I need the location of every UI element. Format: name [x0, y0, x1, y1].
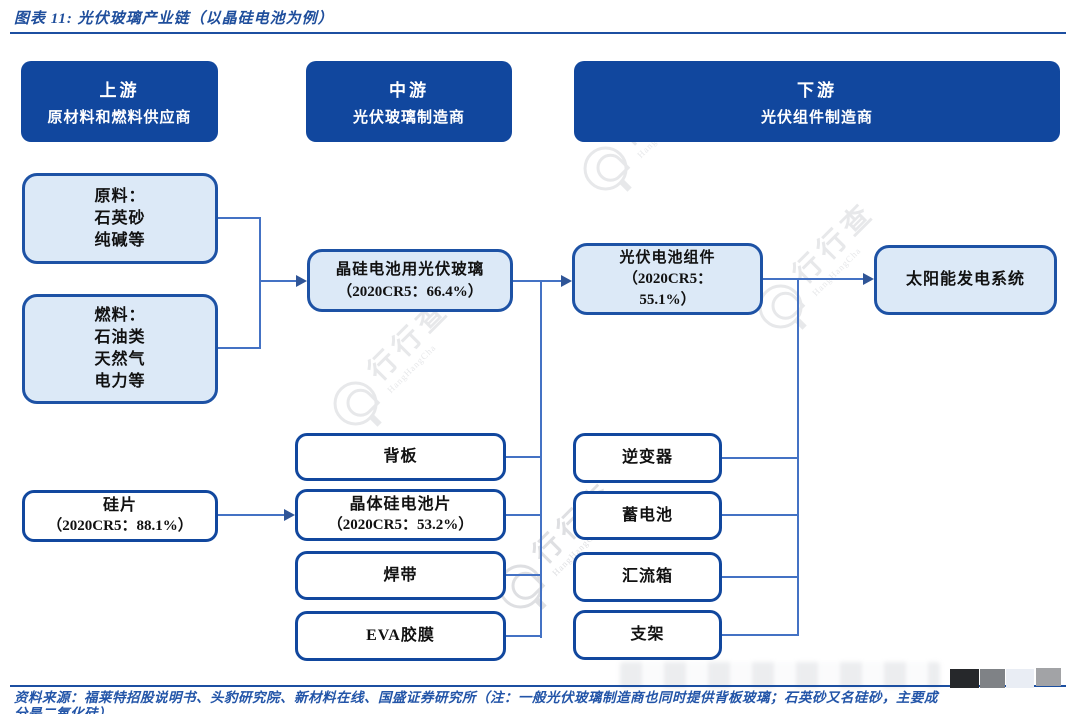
connector-module-to-system — [763, 278, 864, 280]
node-pv-module: 光伏电池组件 （2020CR5： 55.1%） — [572, 243, 763, 315]
watermark-logo-icon — [324, 372, 387, 435]
node-line: （2020CR5：53.2%） — [327, 517, 474, 533]
connector-inverter-stub — [722, 457, 798, 459]
arrowhead-into-module — [561, 275, 572, 287]
connector-fuel-to-merge — [218, 347, 261, 349]
connector-backsheet-stub — [506, 456, 541, 458]
connector-bracket-stub — [722, 634, 798, 636]
stage-header-midstream: 中游 光伏玻璃制造商 — [306, 61, 512, 142]
connector-eva-stub — [506, 635, 541, 637]
stage-title: 上游 — [99, 81, 140, 100]
node-silicon-wafer: 硅片 （2020CR5：88.1%） — [22, 490, 218, 542]
node-line: 纯碱等 — [94, 231, 146, 249]
connector-merge-to-glass — [259, 280, 299, 282]
node-line: 电力等 — [94, 373, 146, 390]
node-line: 石英砂 — [94, 209, 146, 227]
node-line: 逆变器 — [621, 449, 673, 466]
stage-subtitle: 原材料和燃料供应商 — [47, 110, 192, 126]
stage-header-downstream: 下游 光伏组件制造商 — [574, 61, 1060, 142]
node-line: （2020CR5： — [622, 270, 713, 287]
source-note: 资料来源：福莱特招股说明书、头豹研究院、新材料在线、国盛证券研究所（注：一般光伏… — [14, 690, 1070, 714]
watermark: 行行查 HangHangCha — [324, 293, 465, 435]
connector-ribbon-stub — [506, 574, 541, 576]
title-rule — [10, 32, 1066, 34]
node-bracket: 支架 — [573, 610, 722, 660]
node-inverter: 逆变器 — [573, 433, 722, 483]
node-line: 天然气 — [94, 351, 146, 368]
node-combiner-box: 汇流箱 — [573, 552, 722, 602]
stage-title: 下游 — [797, 81, 837, 100]
node-line: 55.1%） — [639, 291, 696, 308]
node-line: 光伏电池组件 — [619, 249, 716, 266]
watermark-ghost-strip — [620, 662, 940, 688]
node-pv-glass: 晶硅电池用光伏玻璃 （2020CR5：66.4%） — [307, 249, 513, 312]
connector-raw-to-merge — [218, 217, 261, 219]
watermark: 行行查 HangHangCha — [749, 196, 890, 338]
node-raw-material: 原料： 石英砂 纯碱等 — [22, 173, 218, 264]
node-line: EVA胶膜 — [366, 627, 435, 644]
node-line: 汇流箱 — [621, 568, 673, 585]
stage-subtitle: 光伏玻璃制造商 — [352, 110, 465, 126]
stage-title: 中游 — [389, 81, 429, 100]
node-line: 太阳能发电系统 — [905, 271, 1025, 288]
node-line: 燃料： — [94, 307, 146, 324]
node-line: 焊带 — [383, 566, 418, 584]
connector-cell-stub — [506, 514, 541, 516]
node-line: 晶体硅电池片 — [349, 496, 452, 513]
connector-right-vertical — [797, 278, 799, 636]
node-line: 晶硅电池用光伏玻璃 — [335, 261, 485, 278]
node-line: 蓄电池 — [621, 506, 673, 524]
arrowhead-into-cell — [284, 509, 295, 521]
stage-header-upstream: 上游 原材料和燃料供应商 — [21, 61, 218, 142]
watermark-logo-icon — [574, 137, 637, 200]
figure-title: 图表 11: 光伏玻璃产业链（以晶硅电池为例） — [14, 11, 334, 27]
redaction-block — [1036, 668, 1061, 686]
node-fuel: 燃料： 石油类 天然气 电力等 — [22, 294, 218, 404]
node-line: 石油类 — [94, 329, 146, 346]
redaction-block — [1006, 669, 1034, 688]
connector-glass-to-module — [513, 280, 563, 282]
node-line: 原料： — [94, 187, 146, 205]
redaction-block — [980, 669, 1005, 688]
source-note-line2: 分是二氧化硅） — [14, 706, 112, 714]
node-line: 背板 — [383, 448, 418, 465]
node-solder-ribbon: 焊带 — [295, 551, 506, 600]
connector-combiner-stub — [722, 576, 798, 578]
arrowhead-into-system — [863, 273, 874, 285]
redaction-block — [950, 669, 979, 688]
node-line: （2020CR5：88.1%） — [47, 518, 193, 534]
connector-merge-vertical — [259, 217, 261, 349]
node-backsheet: 背板 — [295, 433, 506, 481]
node-silicon-cell: 晶体硅电池片 （2020CR5：53.2%） — [295, 489, 506, 541]
node-line: 支架 — [630, 626, 665, 643]
connector-wafer-to-cell — [218, 514, 285, 516]
node-solar-power-system: 太阳能发电系统 — [874, 245, 1057, 315]
node-eva-film: EVA胶膜 — [295, 611, 506, 661]
arrowhead-into-glass — [296, 275, 307, 287]
connector-mid-vertical — [540, 280, 542, 638]
node-line: （2020CR5：66.4%） — [337, 284, 483, 300]
node-storage-battery: 蓄电池 — [573, 491, 722, 540]
connector-battery-stub — [722, 514, 798, 516]
node-line: 硅片 — [102, 497, 137, 514]
stage-subtitle: 光伏组件制造商 — [760, 110, 873, 126]
footer-rule — [10, 685, 1066, 687]
source-note-line1: 资料来源：福莱特招股说明书、头豹研究院、新材料在线、国盛证券研究所（注：一般光伏… — [14, 690, 938, 705]
